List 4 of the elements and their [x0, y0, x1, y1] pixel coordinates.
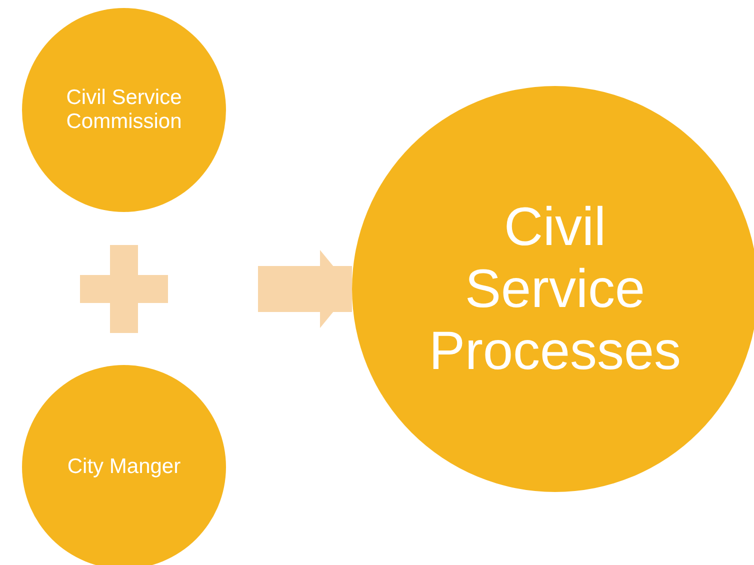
node-label: Civil Service Commission [65, 86, 183, 134]
block-arrow [258, 250, 352, 328]
node-label: Civil Service Processes [428, 196, 682, 382]
node-label: City Manger [66, 454, 182, 480]
